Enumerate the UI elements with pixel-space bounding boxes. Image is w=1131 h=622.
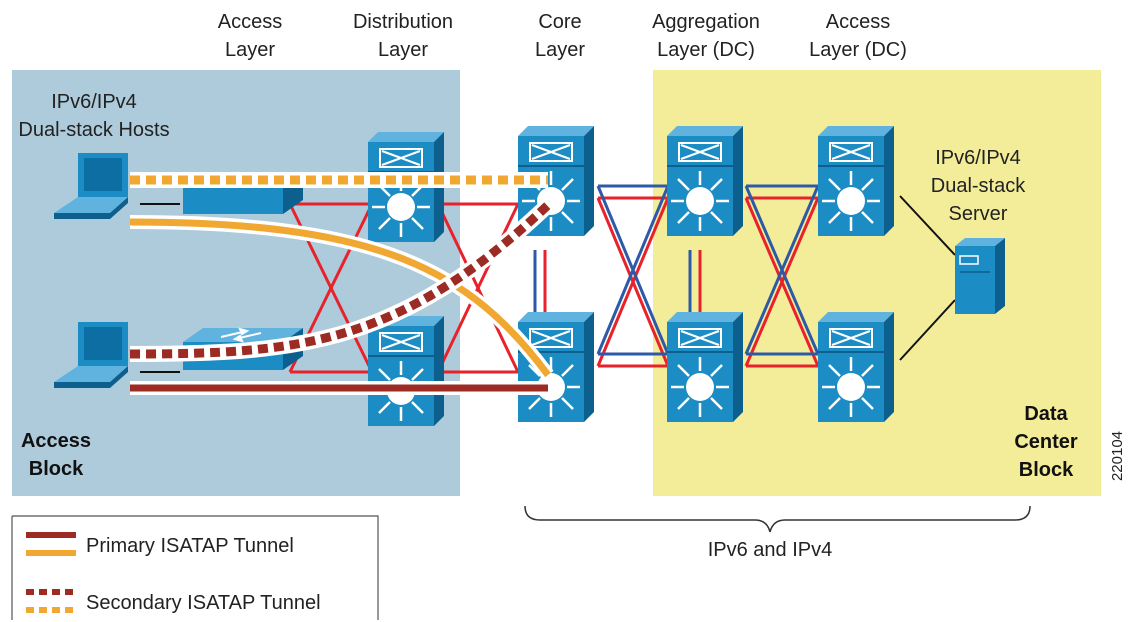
core-switch-icon: [516, 310, 596, 424]
dc-block-label-line1: Data: [1024, 403, 1068, 425]
layer-header-line2: Layer (DC): [657, 39, 755, 61]
legend-primary-label: Primary ISATAP Tunnel: [86, 535, 294, 557]
brace: [524, 505, 1031, 533]
dc-access-switch-icon: [816, 124, 896, 238]
layer-header-line2: Layer (DC): [809, 39, 907, 61]
server-label-line1: IPv6/IPv4: [935, 147, 1021, 169]
figure-id: 220104: [1109, 431, 1126, 481]
layer-header-line1: Core: [538, 11, 581, 33]
legend: Primary ISATAP Tunnel Secondary ISATAP T…: [11, 515, 379, 620]
red-links: [288, 196, 820, 374]
dc-block-label-line2: Center: [1014, 431, 1078, 453]
layer-header-line1: Distribution: [353, 11, 453, 33]
access-block-label-line1: Access: [21, 430, 91, 452]
server-label-line2: Dual-stack: [931, 175, 1026, 197]
legend-secondary-label: Secondary ISATAP Tunnel: [86, 592, 321, 614]
access-block-label-line2: Block: [29, 458, 84, 480]
aggregation-switch-icon: [665, 310, 745, 424]
hosts-label-line2: Dual-stack Hosts: [18, 119, 169, 141]
layer-header-line1: Aggregation: [652, 11, 760, 33]
layer-header-line2: Layer: [535, 39, 585, 61]
layer-headers: Access Layer Distribution Layer Core Lay…: [218, 11, 907, 61]
blue-links: [533, 184, 820, 356]
server-label-line3: Server: [949, 203, 1008, 225]
isatap-tunnels: [129, 172, 554, 395]
layer-header-line1: Access: [826, 11, 890, 33]
dc-access-switch-icon: [816, 310, 896, 424]
server-links: [140, 195, 956, 373]
server-icon: [955, 238, 1005, 314]
hosts-label-line1: IPv6/IPv4: [51, 91, 137, 113]
layer-header-line2: Layer: [378, 39, 428, 61]
dc-block-label-line3: Block: [1019, 459, 1074, 481]
layer-header-line1: Access: [218, 11, 282, 33]
layer-header-line2: Layer: [225, 39, 275, 61]
brace-label: IPv6 and IPv4: [708, 539, 833, 561]
distribution-switch-icon: [366, 314, 446, 428]
aggregation-switch-icon: [665, 124, 745, 238]
